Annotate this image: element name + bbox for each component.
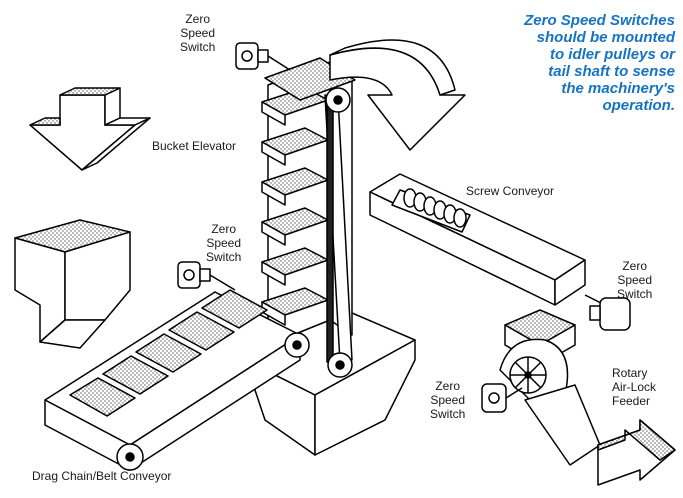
label-line: Zero (435, 379, 461, 393)
label-line: Speed (617, 273, 653, 287)
label-line: Zero (185, 12, 211, 26)
switch-unit-right (589, 297, 631, 331)
label-line: Feeder (612, 394, 651, 408)
label-zero-speed-switch-mid: Zero Speed Switch (206, 222, 241, 264)
label-line: Switch (430, 407, 466, 421)
note-line: to idler pulleys or (549, 46, 675, 63)
switch-unit-bottom (481, 383, 523, 413)
label-rotary-air-lock-feeder: Rotary Air-Lock Feeder (612, 366, 656, 408)
switch-unit-top (235, 42, 291, 71)
label-line: Air-Lock (612, 380, 657, 394)
rotary-air-lock-feeder (499, 309, 601, 466)
note-line: operation. (602, 97, 675, 114)
label-line: Switch (206, 250, 242, 264)
note-line: the machinery's (561, 80, 675, 97)
label-zero-speed-switch-bottom: Zero Speed Switch (430, 379, 465, 421)
label-zero-speed-switch-right: Zero Speed Switch (617, 259, 652, 301)
output-arrow (597, 419, 676, 486)
mounting-note: Zero Speed Switches should be mounted to… (524, 12, 675, 114)
note-line: should be mounted (536, 29, 675, 46)
hopper (14, 219, 131, 349)
label-line: Switch (617, 287, 653, 301)
label-line: Speed (206, 236, 242, 250)
label-line: Speed (180, 26, 216, 40)
drag-conveyor (44, 289, 310, 471)
label-line: Speed (430, 393, 466, 407)
label-bucket-elevator: Bucket Elevator (152, 139, 237, 153)
label-zero-speed-switch-top: Zero Speed Switch (180, 12, 215, 54)
input-chute-arrow (29, 87, 151, 171)
label-line: Rotary (612, 366, 648, 380)
screw-conveyor (369, 173, 606, 306)
label-screw-conveyor: Screw Conveyor (466, 184, 555, 198)
label-line: Zero (211, 222, 237, 236)
label-line: Switch (180, 40, 216, 54)
label-line: Zero (622, 259, 648, 273)
label-drag-chain-belt-conveyor: Drag Chain/Belt Conveyor (32, 469, 172, 483)
elevator-buckets (261, 87, 329, 326)
note-line: Zero Speed Switches (524, 12, 675, 29)
note-line: tail shaft to sense (548, 63, 675, 80)
transfer-arrow (329, 39, 466, 151)
switch-unit-mid (177, 261, 236, 291)
